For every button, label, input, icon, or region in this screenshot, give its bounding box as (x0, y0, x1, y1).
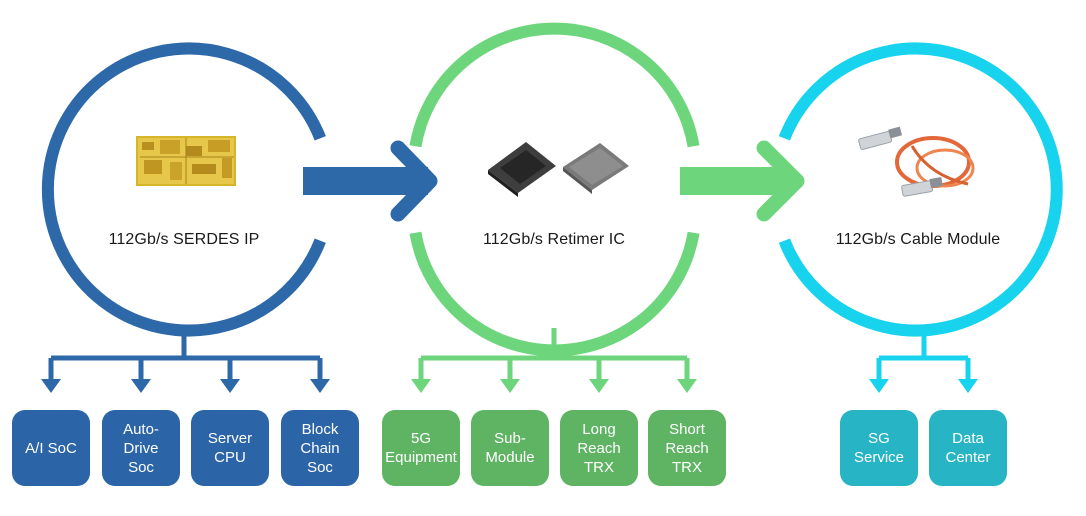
app-box-short-reach-trx[interactable]: Short Reach TRX (648, 410, 726, 486)
cable-circle-ring (778, 42, 1063, 337)
app-box-auto-drive-soc[interactable]: Auto- Drive Soc (102, 410, 180, 486)
app-box-sg-service[interactable]: SG Service (840, 410, 918, 486)
retimer-chips-icon (488, 142, 629, 197)
retimer-title: 112Gb/s Retimer IC (483, 231, 625, 248)
cable-module-icon (858, 126, 975, 197)
retimer-applications-connector (418, 328, 690, 382)
serdes-chip-icon (136, 136, 236, 186)
stage-serdes (41, 42, 438, 393)
cable-applications-connector (876, 328, 971, 382)
retimer-application-arrowheads (411, 379, 697, 393)
serdes-circle-ring (41, 42, 326, 337)
stage-cable (778, 42, 1063, 393)
app-box-5g-equipment[interactable]: 5G Equipment (382, 410, 460, 486)
retimer-to-cable-arrow-head (756, 140, 805, 222)
app-box-server-cpu[interactable]: Server CPU (191, 410, 269, 486)
serdes-applications-connector (48, 328, 323, 382)
app-box-sub-module[interactable]: Sub- Module (471, 410, 549, 486)
retimer-circle-left-arc (409, 22, 700, 148)
serdes-application-arrowheads (41, 379, 330, 393)
cable-application-arrowheads (869, 379, 978, 393)
cable-title: 112Gb/s Cable Module (835, 231, 1001, 248)
stage-retimer (409, 22, 805, 393)
app-box-long-reach-trx[interactable]: Long Reach TRX (560, 410, 638, 486)
serdes-to-retimer-arrow-head (390, 140, 438, 222)
serdes-title: 112Gb/s SERDES IP (108, 231, 260, 248)
app-box-ai-soc[interactable]: A/I SoC (12, 410, 90, 486)
app-box-data-center[interactable]: Data Center (929, 410, 1007, 486)
app-box-block-chain-soc[interactable]: Block Chain Soc (281, 410, 359, 486)
